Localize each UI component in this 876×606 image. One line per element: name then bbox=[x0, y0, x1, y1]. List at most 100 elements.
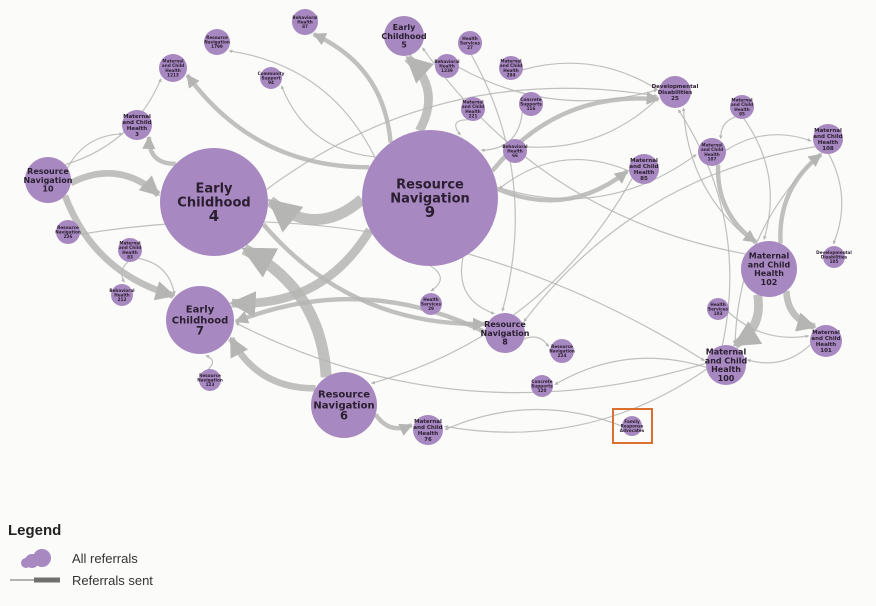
referral-edge bbox=[280, 85, 376, 158]
node-circle[interactable] bbox=[384, 16, 424, 56]
node-label: Resource bbox=[551, 344, 573, 349]
referral-edge bbox=[64, 78, 162, 166]
referral-edge bbox=[526, 97, 659, 148]
node-label: Advocates bbox=[620, 428, 645, 433]
node-circle[interactable] bbox=[260, 67, 282, 89]
node-circle[interactable] bbox=[461, 97, 485, 121]
node-circle[interactable] bbox=[362, 130, 498, 266]
node-circle[interactable] bbox=[311, 372, 377, 438]
node-circle[interactable] bbox=[122, 110, 152, 140]
node-circle[interactable] bbox=[706, 345, 746, 385]
node-circle[interactable] bbox=[550, 339, 574, 363]
node-circle[interactable] bbox=[420, 293, 442, 315]
node-label: and Child bbox=[811, 336, 840, 342]
node-circle[interactable] bbox=[160, 148, 268, 256]
node-circle[interactable] bbox=[292, 9, 318, 35]
node-circle[interactable] bbox=[485, 313, 525, 353]
node-label: 102 bbox=[761, 278, 778, 287]
referral-edge bbox=[430, 265, 441, 292]
node-circle[interactable] bbox=[813, 124, 843, 154]
node-circle[interactable] bbox=[531, 375, 553, 397]
node-circle[interactable] bbox=[435, 54, 459, 78]
node-circle[interactable] bbox=[707, 298, 729, 320]
node-circle[interactable] bbox=[413, 415, 443, 445]
node-circle[interactable] bbox=[810, 325, 842, 357]
node-circle[interactable] bbox=[204, 29, 230, 55]
node-circle[interactable] bbox=[199, 369, 221, 391]
node-circle[interactable] bbox=[56, 220, 80, 244]
node-label: Resource bbox=[318, 390, 370, 401]
node-label: and Child bbox=[462, 104, 484, 109]
node-circle[interactable] bbox=[159, 54, 187, 82]
referral-edge bbox=[422, 47, 746, 255]
node-circle[interactable] bbox=[730, 95, 754, 119]
node-label: 9 bbox=[425, 203, 435, 221]
node-circle[interactable] bbox=[458, 31, 482, 55]
node-label: Navigation bbox=[313, 401, 374, 412]
node-label: Health bbox=[439, 63, 455, 68]
node-label: 87 bbox=[302, 24, 308, 29]
referral-edge bbox=[142, 135, 176, 167]
node-label: Health bbox=[818, 140, 839, 146]
node-circle[interactable] bbox=[659, 76, 691, 108]
node-label: Maternal bbox=[749, 252, 790, 261]
node-circle[interactable] bbox=[499, 56, 523, 80]
node-label: Developmental bbox=[652, 84, 699, 90]
node-label: Supports bbox=[520, 101, 542, 106]
node-label: 105 bbox=[830, 259, 839, 264]
node-circle[interactable] bbox=[823, 246, 845, 268]
node-circle[interactable] bbox=[503, 139, 527, 163]
node-circle[interactable] bbox=[622, 416, 642, 436]
node-circle[interactable] bbox=[166, 286, 234, 354]
node-label: and Child bbox=[500, 63, 522, 68]
node-circle[interactable] bbox=[629, 154, 659, 184]
node-circle[interactable] bbox=[519, 92, 543, 116]
node-circle[interactable] bbox=[118, 238, 142, 262]
legend-nodes: All referrals bbox=[8, 547, 153, 569]
node-circle[interactable] bbox=[111, 284, 133, 306]
node-circle[interactable] bbox=[698, 138, 726, 166]
node-circle[interactable] bbox=[25, 157, 71, 203]
node-circle[interactable] bbox=[741, 241, 797, 297]
referral-edge bbox=[312, 32, 393, 143]
referral-edge bbox=[733, 152, 823, 346]
referral-edge bbox=[470, 54, 516, 312]
